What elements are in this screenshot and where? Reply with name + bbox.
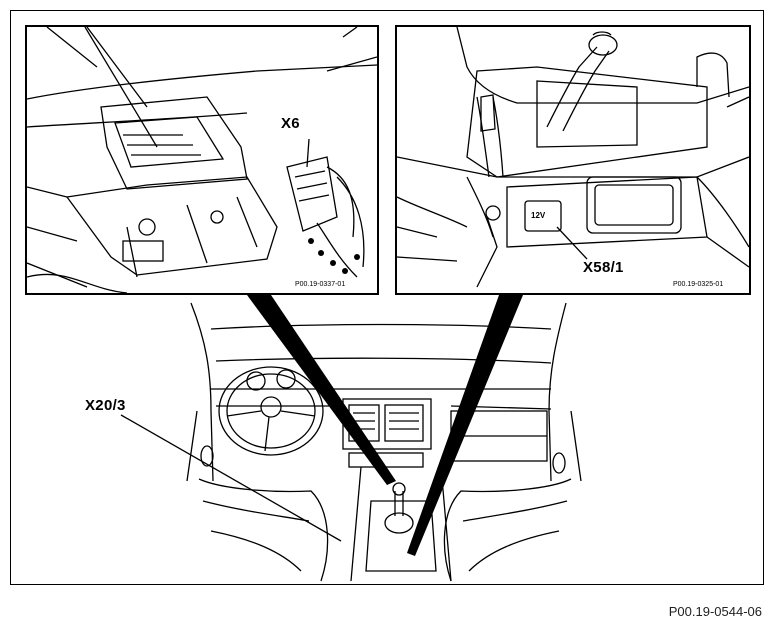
console-socket-illustration (397, 27, 749, 288)
right-inset-code: P00.19-0325-01 (673, 281, 724, 288)
left-inset-pointer (247, 295, 396, 485)
inset-console-x58-1: 12V X58/1 P00.19-0325-01 (395, 25, 751, 295)
figure-number: P00.19-0544-06 (668, 604, 762, 619)
callout-x58-1: X58/1 (583, 259, 624, 276)
socket-outline (524, 200, 562, 232)
left-inset-code: P00.19-0337-01 (295, 281, 346, 288)
right-inset-pointer (407, 295, 523, 556)
inset-selector-lever-x6: X6 P00.19-0337-01 (25, 25, 379, 295)
socket-12v-label: 12V (531, 211, 546, 220)
diagram-frame: X6 P00.19-0337-01 (10, 10, 764, 585)
selector-lever-illustration (27, 27, 377, 293)
callout-x6: X6 (281, 115, 300, 132)
x58-1-leader-line (556, 226, 588, 260)
x6-leader-line (306, 138, 310, 168)
x20-3-leader-line (120, 414, 342, 542)
dashboard-interior-illustration (120, 295, 582, 582)
callout-x20-3: X20/3 (85, 397, 126, 414)
